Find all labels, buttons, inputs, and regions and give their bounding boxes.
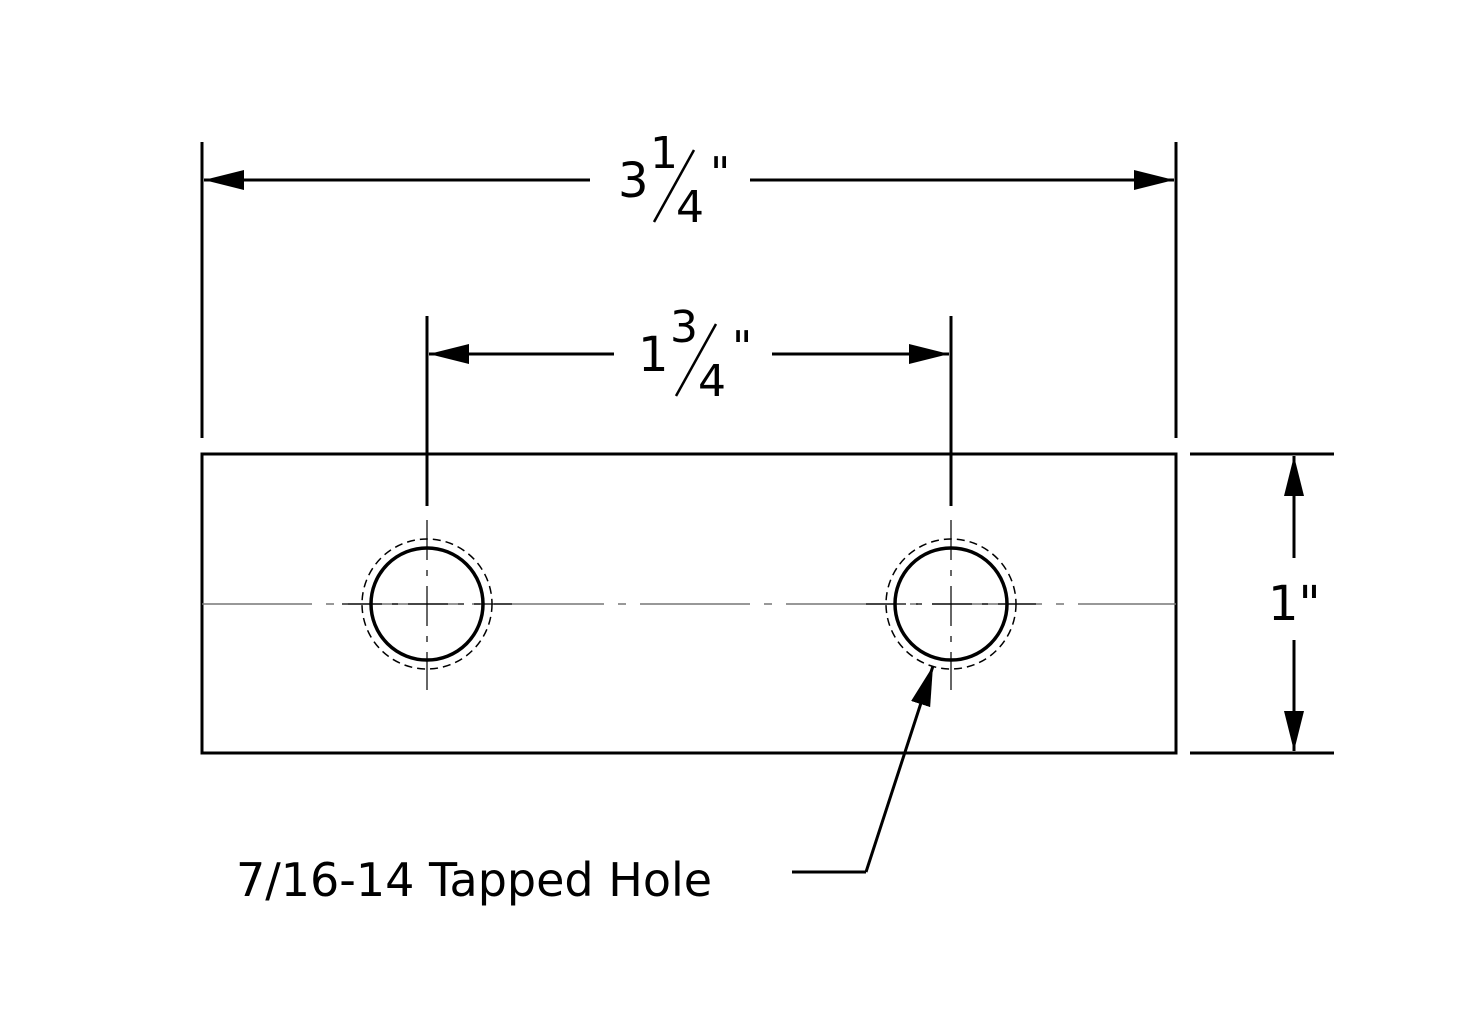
overall-length-whole: 3 — [618, 153, 649, 209]
hole-callout-text: 7/16-14 Tapped Hole — [236, 853, 712, 907]
overall-length-unit: " — [710, 148, 730, 199]
hole-spacing-unit: " — [732, 322, 752, 373]
height-value: 1" — [1268, 576, 1321, 632]
overall-length-fraction-bar — [652, 149, 696, 223]
hole-callout-leader — [792, 665, 935, 874]
overall-length-denominator: 4 — [676, 182, 704, 233]
overall-length-dimension: 3 1 4 " — [200, 128, 1178, 438]
hole-spacing-denominator: 4 — [698, 356, 726, 407]
hole-spacing-dimension: 1 3 4 " — [425, 302, 953, 506]
hole-spacing-whole: 1 — [638, 327, 669, 383]
right-tapped-hole — [866, 520, 1036, 690]
height-dimension: 1" — [1190, 452, 1334, 755]
hole-spacing-numerator: 3 — [670, 302, 698, 353]
hole-spacing-fraction-bar — [674, 323, 718, 397]
overall-length-numerator: 1 — [650, 128, 678, 179]
left-tapped-hole — [342, 520, 512, 690]
